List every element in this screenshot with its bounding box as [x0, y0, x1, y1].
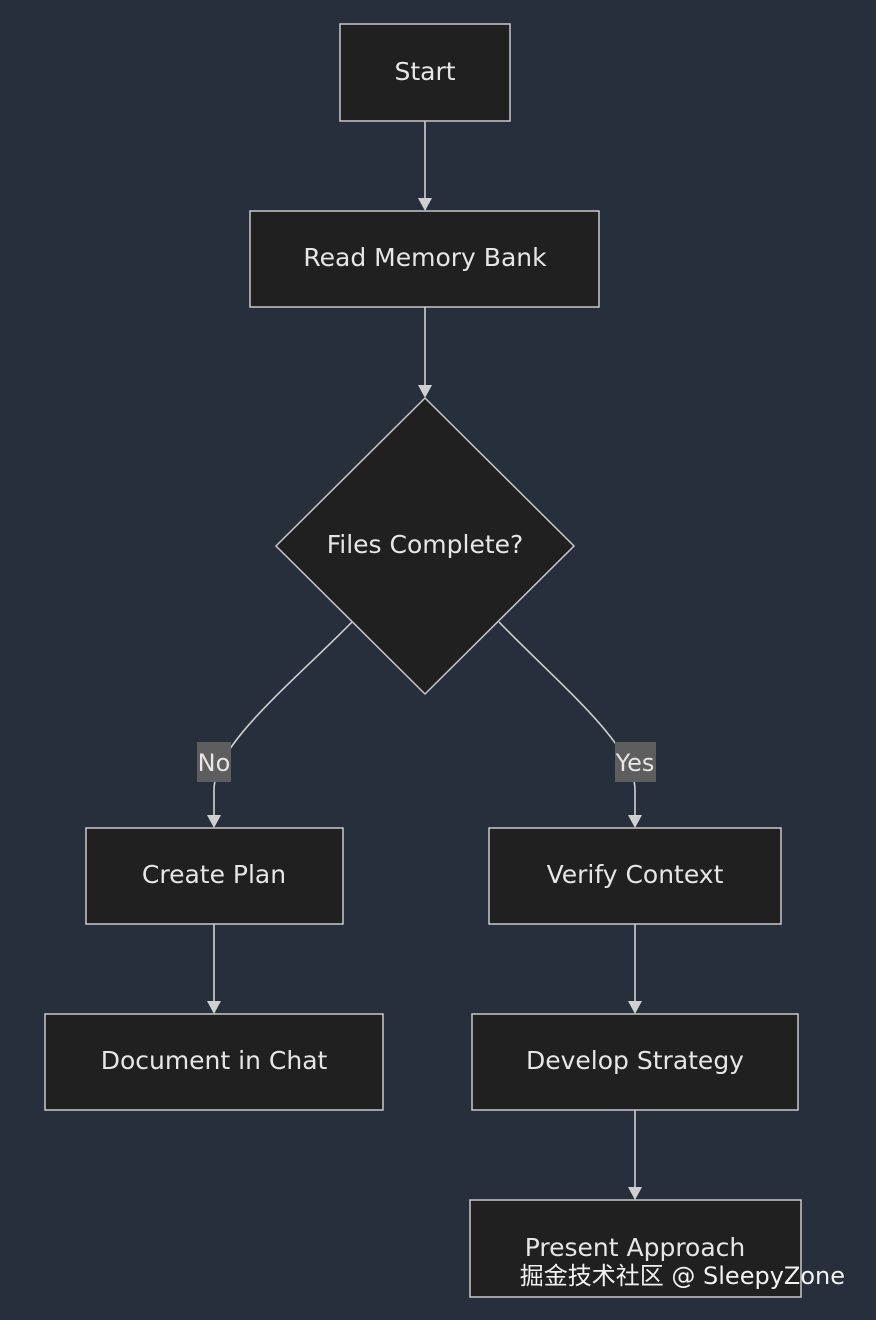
node-present-approach: Present Approach: [469, 1199, 802, 1298]
node-create-plan-label: Create Plan: [142, 860, 286, 889]
node-create-plan-box: [85, 827, 344, 925]
node-verify-context-label: Verify Context: [547, 860, 724, 889]
node-verify-context-box: [488, 827, 782, 925]
edges: [207, 121, 642, 1200]
node-document-in-chat-box: [44, 1013, 384, 1111]
edge-files-complete-to-verify-context: [498, 621, 636, 817]
edge-label-yes-background: [615, 742, 656, 782]
node-read-memory-bank-label: Read Memory Bank: [303, 243, 547, 272]
arrowhead-verify-context: [628, 815, 642, 828]
arrowhead-develop-strategy: [628, 1001, 642, 1014]
node-document-in-chat-label: Document in Chat: [101, 1046, 328, 1075]
node-develop-strategy-label: Develop Strategy: [526, 1046, 744, 1075]
node-document-in-chat: Document in Chat: [44, 1013, 384, 1111]
node-files-complete-diamond: [274, 396, 576, 696]
node-read-memory-bank: Read Memory Bank: [249, 210, 600, 308]
arrowhead-document-in-chat: [207, 1001, 221, 1014]
arrowhead-files-complete: [418, 385, 432, 398]
node-verify-context: Verify Context: [488, 827, 782, 925]
edge-label-no: No: [197, 742, 231, 782]
node-files-complete: Files Complete?: [274, 396, 576, 696]
arrowhead-create-plan: [207, 815, 221, 828]
edge-label-no-background: [197, 742, 231, 782]
watermark-text: 掘金技术社区 @ SleepyZone: [520, 1262, 845, 1290]
node-read-memory-bank-box: [249, 210, 600, 308]
node-start-label: Start: [394, 57, 455, 86]
edge-label-no-text: No: [198, 749, 231, 777]
node-start-box: [339, 23, 511, 122]
edge-label-yes-text: Yes: [615, 749, 655, 777]
node-present-approach-box: [469, 1199, 802, 1298]
node-start: Start: [339, 23, 511, 122]
node-present-approach-label: Present Approach: [525, 1233, 746, 1262]
node-develop-strategy-box: [471, 1013, 799, 1111]
arrowhead-read-memory-bank: [418, 198, 432, 211]
node-create-plan: Create Plan: [85, 827, 344, 925]
node-develop-strategy: Develop Strategy: [471, 1013, 799, 1111]
node-files-complete-label: Files Complete?: [327, 530, 524, 559]
arrowhead-present-approach: [628, 1187, 642, 1200]
edge-label-yes: Yes: [615, 742, 656, 782]
edge-files-complete-to-create-plan: [213, 621, 353, 817]
